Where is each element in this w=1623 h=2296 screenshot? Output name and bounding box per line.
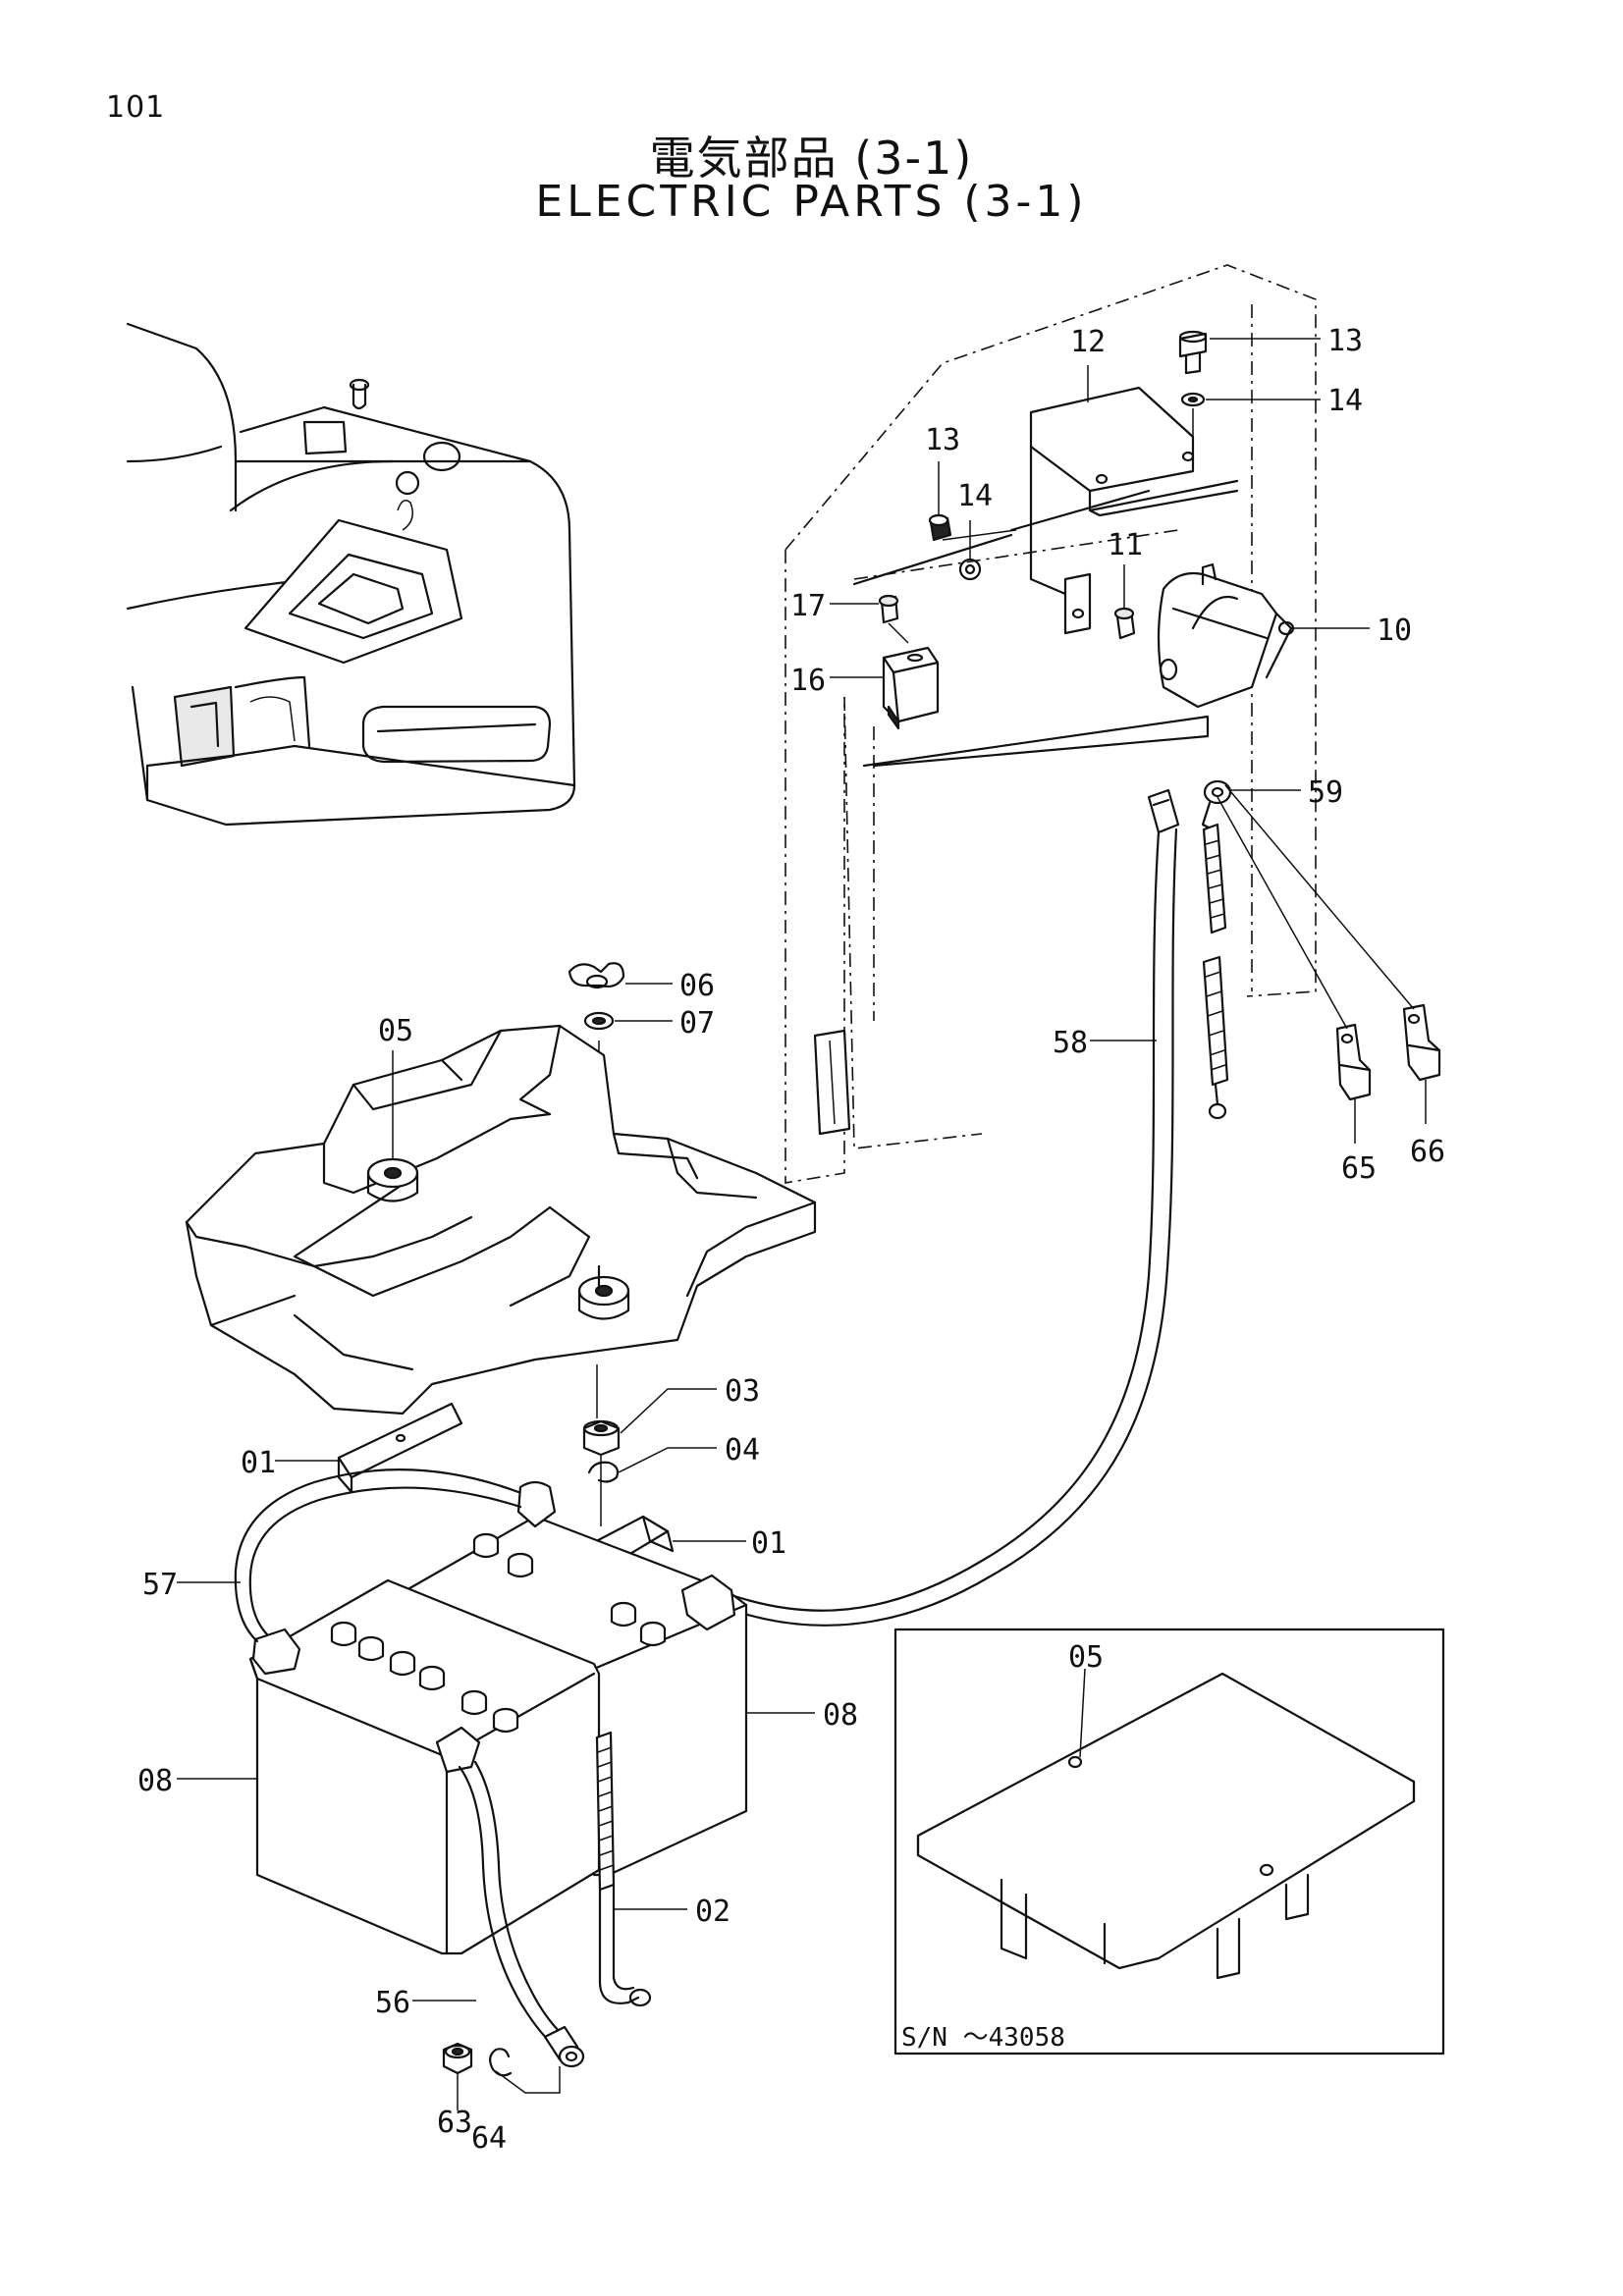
battery-08-front bbox=[248, 1578, 601, 1955]
callout-59: 59 bbox=[1308, 775, 1343, 810]
inset-serial-note: S/N ～43058 bbox=[901, 2023, 1065, 2053]
relay-bracket-12 bbox=[852, 386, 1239, 635]
callout-06: 06 bbox=[679, 969, 715, 1003]
nut-63 bbox=[442, 2042, 473, 2075]
callout-64: 64 bbox=[471, 2121, 507, 2156]
cable-56 bbox=[435, 1726, 585, 2068]
leader-59-66 bbox=[1224, 784, 1415, 1010]
callout-07: 07 bbox=[679, 1006, 715, 1041]
callout-14-upper: 14 bbox=[1327, 384, 1363, 418]
terminal-65 bbox=[1335, 1023, 1372, 1101]
callout-01-left: 01 bbox=[241, 1446, 276, 1480]
inset-callout-05: 05 bbox=[1068, 1640, 1104, 1675]
terminal-66 bbox=[1402, 1003, 1441, 1082]
page-number: 101 bbox=[106, 90, 166, 125]
callout-56: 56 bbox=[375, 1986, 410, 2020]
callout-08-rear: 08 bbox=[823, 1698, 858, 1733]
leader-lines bbox=[177, 338, 1427, 2110]
callout-66: 66 bbox=[1410, 1135, 1445, 1169]
callout-labels: 13 12 14 13 14 11 17 10 16 59 06 07 05 5… bbox=[137, 324, 1445, 2156]
callout-63: 63 bbox=[437, 2106, 472, 2140]
callout-10: 10 bbox=[1377, 614, 1412, 648]
page-title-english: ELECTRIC PARTS (3-1) bbox=[535, 177, 1088, 227]
callout-02: 02 bbox=[695, 1895, 730, 1929]
washer-07 bbox=[583, 1011, 615, 1031]
callout-11: 11 bbox=[1108, 528, 1143, 562]
callout-16: 16 bbox=[790, 664, 826, 698]
washer-64 bbox=[489, 2048, 513, 2077]
callout-04: 04 bbox=[725, 1433, 760, 1468]
callout-14-lower: 14 bbox=[957, 479, 993, 513]
machine-overview bbox=[126, 322, 576, 827]
callout-03: 03 bbox=[725, 1374, 760, 1409]
inset-variant-box bbox=[893, 1628, 1445, 2056]
callout-13-upper: 13 bbox=[1327, 324, 1363, 358]
spring-washer-04 bbox=[587, 1461, 620, 1483]
callout-58: 58 bbox=[1053, 1026, 1088, 1060]
ground-strap-02 bbox=[595, 1731, 652, 2007]
callout-08-front: 08 bbox=[137, 1764, 173, 1798]
cable-58-terminal bbox=[680, 1574, 736, 1631]
wing-nut-06 bbox=[568, 962, 625, 989]
bolt-13-upper bbox=[1178, 330, 1208, 450]
callout-01-right: 01 bbox=[751, 1526, 786, 1561]
callout-17: 17 bbox=[790, 589, 826, 623]
page-title-japanese: 電気部品 (3-1) bbox=[649, 132, 974, 185]
relay-16 bbox=[882, 622, 940, 730]
mounting-panel-outline bbox=[784, 264, 1317, 1184]
component-10 bbox=[1157, 562, 1295, 709]
cable-59 bbox=[1201, 779, 1232, 1120]
callout-12: 12 bbox=[1070, 325, 1106, 359]
bolts-and-washers bbox=[878, 513, 1136, 640]
cable-57 bbox=[234, 1468, 557, 1676]
callout-05: 05 bbox=[378, 1014, 413, 1048]
callout-65: 65 bbox=[1341, 1151, 1377, 1186]
clamp-bar-01-left bbox=[337, 1402, 463, 1494]
battery-holder-05 bbox=[185, 1024, 817, 1415]
callout-13-lower: 13 bbox=[925, 423, 960, 457]
cable-58 bbox=[730, 788, 1180, 1627]
leader-59-65 bbox=[1217, 796, 1348, 1030]
nut-03 bbox=[582, 1419, 621, 1457]
callout-57: 57 bbox=[142, 1568, 178, 1602]
